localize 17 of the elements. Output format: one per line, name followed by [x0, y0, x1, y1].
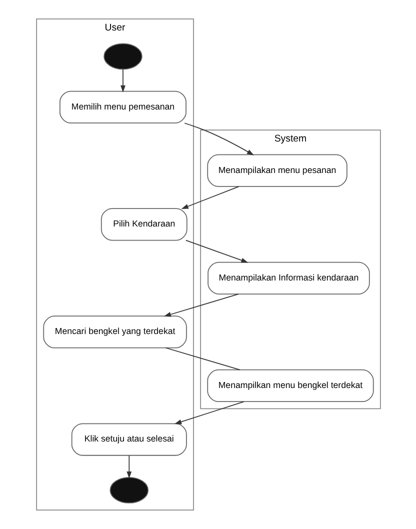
node-box: Mencari bengkel yang terdekat [42, 316, 186, 348]
arrow [126, 455, 132, 479]
node-box: Menampilakan Informasi kendaraan [207, 262, 370, 294]
arrow [184, 122, 254, 156]
node-box: Pilih Kendaraan [100, 208, 187, 241]
connector [164, 347, 240, 370]
node-box: Menampilkan menu bengkel terdekat [206, 369, 374, 402]
arrow [174, 401, 244, 424]
node-box: Memilih menu pemesanan [59, 90, 186, 124]
node-box: Klik setuju atau selesai [70, 423, 186, 456]
arrow [163, 294, 238, 317]
node-circle [109, 476, 148, 504]
node-box: Menampilakan menu pesanan [206, 154, 347, 187]
arrow [180, 186, 239, 209]
arrow [120, 68, 125, 92]
node-circle [103, 43, 142, 70]
arrow [185, 240, 248, 263]
